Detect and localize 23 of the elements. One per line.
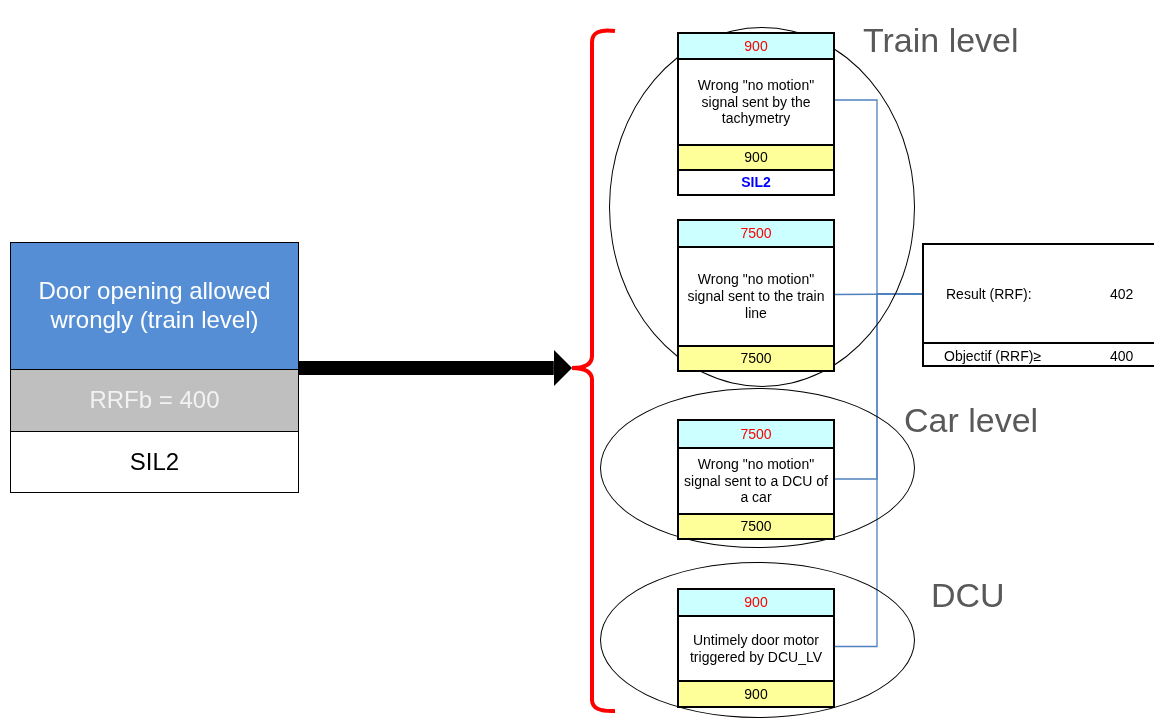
- arrow: [299, 349, 572, 387]
- event-title: Door opening allowed wrongly (train level): [11, 243, 298, 369]
- result-value: 402: [1110, 284, 1134, 303]
- event-box: [677, 588, 835, 708]
- result-label: Result (RRF):: [946, 284, 1032, 303]
- objective-value: 400: [1110, 346, 1134, 365]
- frequency-value: 900: [679, 144, 833, 169]
- frequency-value: 7500: [679, 421, 833, 447]
- hazard-box: [10, 242, 299, 493]
- frequency-value: 7500: [679, 513, 833, 538]
- frequency-value: 900: [679, 34, 833, 58]
- level-heading: Train level: [863, 21, 1019, 60]
- result-table: [922, 243, 1154, 367]
- event-box: [677, 419, 835, 540]
- frequency-value: 7500: [679, 345, 833, 370]
- event-box: [677, 219, 835, 372]
- level-heading: DCU: [931, 576, 1005, 615]
- frequency-value: 7500: [679, 221, 833, 246]
- level-heading: Car level: [904, 401, 1039, 440]
- event-box: [677, 32, 835, 196]
- frequency-value: 900: [679, 680, 833, 706]
- frequency-value: 900: [679, 590, 833, 615]
- objective-label: Objectif (RRF)≥: [944, 346, 1042, 365]
